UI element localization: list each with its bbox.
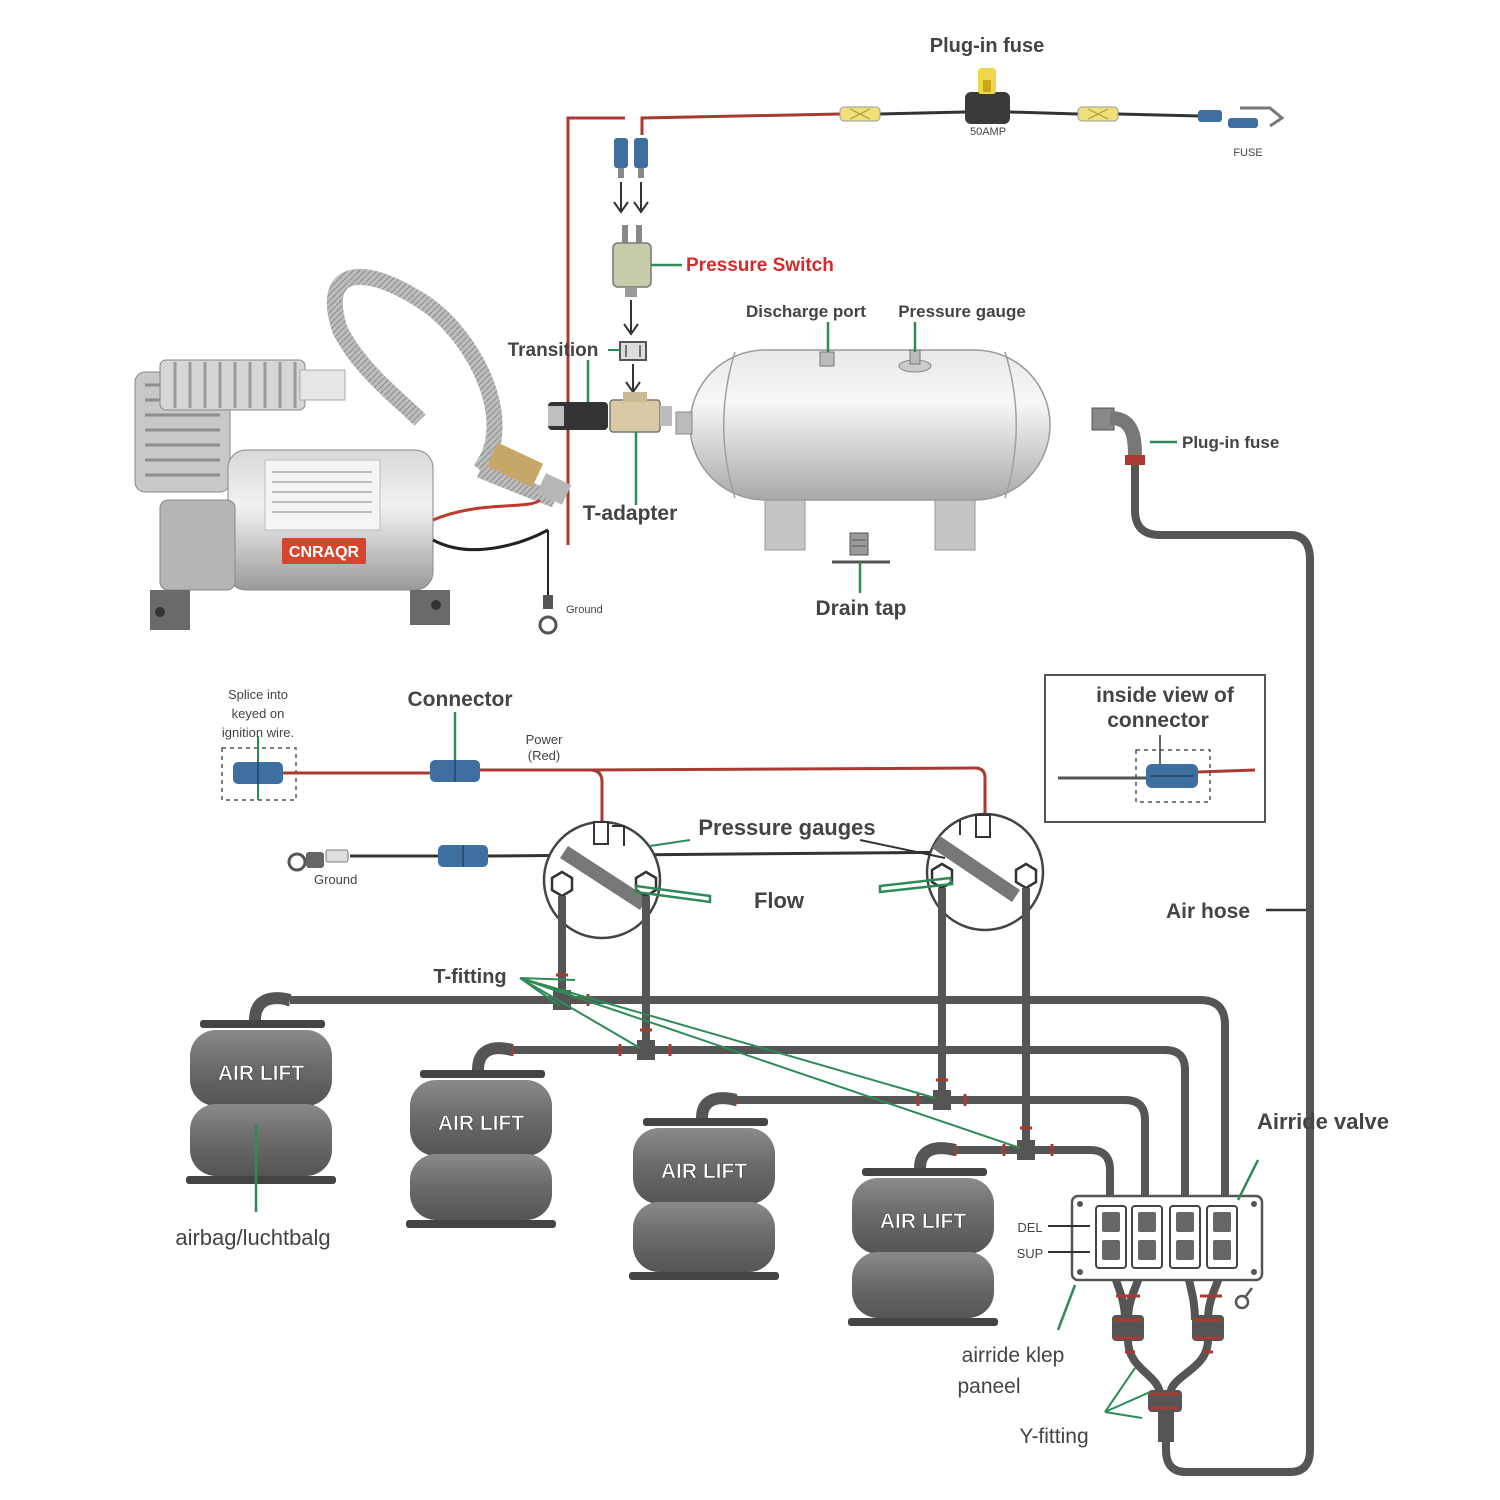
compressor: CNRAQR Ground [134, 268, 603, 635]
splice-connector [233, 762, 283, 784]
power-label-line1: Power [526, 732, 564, 747]
fuse-ring-terminal [1198, 106, 1285, 128]
flow-label: Flow [754, 888, 805, 913]
airbag-2-brand: AIR LIFT [438, 1112, 524, 1135]
airbag-1-brand: AIR LIFT [218, 1062, 304, 1085]
plug-in-fuse-top-label: Plug-in fuse [930, 35, 1044, 57]
transition-label: Transition [508, 340, 599, 361]
gauge-port [898, 349, 932, 373]
splice-label-line1: Splice into [228, 687, 288, 702]
transition-fitting [619, 341, 647, 361]
air-hose-label: Air hose [1166, 900, 1250, 923]
airbag-1: AIR LIFT [186, 992, 336, 1184]
inside-view-label-line1: inside view of [1096, 684, 1235, 707]
air-lines [290, 888, 1229, 1396]
airbag-4: AIR LIFT [848, 1142, 998, 1326]
compressor-motor: CNRAQR [150, 449, 450, 630]
t-fitting-leaders [519, 977, 1021, 1149]
airride-valve-panel: DEL SUP [1017, 1194, 1264, 1310]
t-fitting-label: T-fitting [433, 966, 506, 988]
pressure-gauges-label: Pressure gauges [698, 815, 875, 840]
pressure-switch-group: Pressure Switch Transition T-adapter [508, 225, 834, 525]
middle-wiring: Splice into keyed on ignition wire. Conn… [221, 687, 987, 887]
valve-slot-3 [1169, 1205, 1201, 1269]
t-adapter [548, 392, 672, 433]
fuse-holder-50amp [965, 68, 1010, 124]
inside-view-label-line2: connector [1107, 709, 1209, 732]
panel-label-line2: paneel [957, 1375, 1020, 1398]
splice-label-line3: ignition wire. [222, 725, 294, 740]
power-label-line2: (Red) [528, 748, 561, 763]
compressor-head [134, 359, 346, 493]
t-fittings [553, 990, 1035, 1160]
discharge-port [819, 351, 835, 367]
airbag-label: airbag/luchtbalg [175, 1225, 330, 1250]
airbag-3: AIR LIFT [629, 1092, 779, 1280]
airride-valve-leader [1236, 1159, 1260, 1201]
drain-tap: Drain tap [815, 532, 907, 620]
fuse-small-label: FUSE [1233, 147, 1262, 159]
ground-terminal-top [538, 595, 558, 635]
del-label: DEL [1017, 1220, 1042, 1235]
pressure-switch [612, 225, 652, 297]
pressure-gauge-left [542, 820, 662, 940]
airbag-3-brand: AIR LIFT [661, 1160, 747, 1183]
spade-terminal-right [634, 138, 648, 178]
top-wiring: Plug-in fuse 50AMP FUSE [566, 35, 1285, 545]
splice-label-line2: keyed on [232, 706, 285, 721]
y-fitting [1148, 1390, 1182, 1442]
pressure-switch-label: Pressure Switch [686, 255, 834, 276]
air-tank: Discharge port Pressure gauge [675, 302, 1051, 551]
gauge-labels: Pressure gauges Flow [634, 815, 954, 913]
sup-label: SUP [1017, 1246, 1044, 1261]
connector-label: Connector [408, 688, 513, 711]
discharge-port-label: Discharge port [746, 302, 866, 321]
plug-in-fuse-right-label: Plug-in fuse [1182, 433, 1279, 452]
airride-valve-label: Airride valve [1257, 1109, 1389, 1134]
butt-connector-2 [1077, 106, 1119, 122]
inside-view-box: inside view of connector [1044, 674, 1266, 823]
panel-key-icon [1234, 1287, 1253, 1310]
spade-terminal-left [614, 138, 628, 178]
y-fitting-label: Y-fitting [1019, 1425, 1088, 1448]
valve-slot-1 [1095, 1205, 1127, 1269]
compressor-brand: CNRAQR [289, 544, 360, 561]
valve-slot-4 [1206, 1205, 1238, 1269]
gauge-port-left-a [550, 870, 574, 898]
ground-connector [438, 845, 488, 867]
pressure-gauge-right [925, 812, 1045, 932]
valve-couplers [1112, 1294, 1224, 1354]
airbag-4-brand: AIR LIFT [880, 1210, 966, 1233]
ground-top-label: Ground [566, 604, 603, 616]
panel-leader [1056, 1284, 1077, 1331]
power-connector [430, 760, 480, 782]
airbag-2: AIR LIFT [406, 1042, 556, 1228]
gauge-port-right-b [1014, 862, 1038, 890]
t-adapter-label: T-adapter [583, 502, 678, 525]
amp-rating-label: 50AMP [970, 126, 1006, 138]
pressure-gauge-label: Pressure gauge [898, 302, 1026, 321]
drain-tap-label: Drain tap [815, 597, 906, 620]
elbow-fitting-right [1091, 407, 1145, 465]
butt-connector-1 [839, 106, 881, 122]
y-fitting-leaders [1104, 1367, 1151, 1419]
panel-label-line1: airride klep [962, 1344, 1065, 1367]
valve-slot-2 [1131, 1205, 1163, 1269]
air-hose-main: Plug-in fuse Air hose [1091, 407, 1314, 1476]
ground-ring-terminal [287, 849, 349, 872]
ground-mid-label: Ground [314, 872, 357, 887]
hose-fitting [486, 442, 572, 505]
